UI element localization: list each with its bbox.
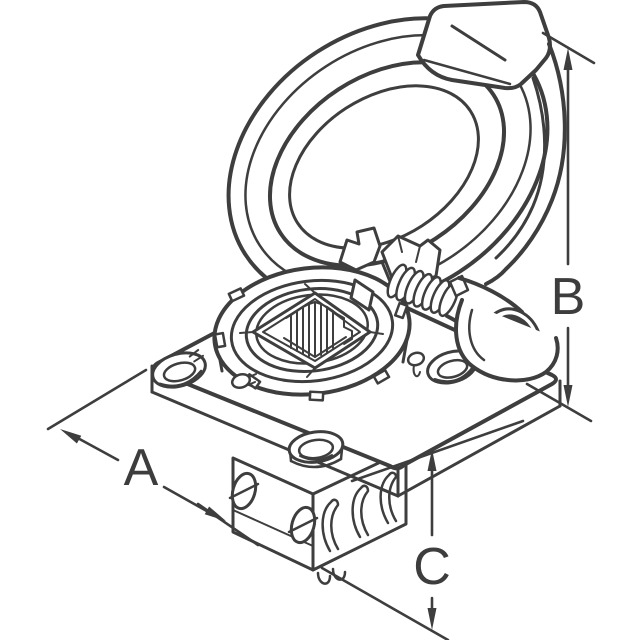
- hinge-lug-3: [349, 278, 375, 312]
- boss-peg-left: [230, 372, 257, 390]
- dim-c-arrowhead-bottom: [427, 608, 437, 630]
- flip-cap: [226, 0, 567, 308]
- dimension-b: B: [525, 31, 596, 423]
- body-spring-fingers: [321, 471, 398, 553]
- dim-b-ext-line-top: [541, 31, 596, 65]
- dim-a-arrowhead-right: [204, 506, 226, 521]
- hinge-lug-step-lines: [397, 235, 421, 263]
- dim-a-line-2: [162, 485, 214, 516]
- dimension-b-label: B: [551, 268, 586, 326]
- jack-contact-profile: [285, 301, 338, 319]
- hinge-lug-1: [338, 226, 382, 272]
- hinge-bracket: [454, 298, 560, 383]
- hinge-spring: [338, 226, 560, 383]
- dim-a-arrowhead-left: [60, 429, 82, 444]
- jack-contact-blades: [290, 301, 334, 358]
- dim-b-arrowhead-top: [563, 48, 573, 70]
- cap-tab-fold-line: [422, 58, 512, 86]
- hinge-coil-spring: [386, 263, 460, 318]
- body-screw-1: [228, 471, 260, 511]
- flange-hole-front: [287, 430, 345, 469]
- dim-a-line-1: [72, 434, 120, 462]
- flange-bottom-right-edge: [396, 404, 562, 498]
- jack-chamfer-lines: [239, 283, 384, 378]
- dim-b-ext-line-bottom: [525, 382, 593, 423]
- jack-floor: [283, 336, 347, 358]
- body-screw-2: [287, 505, 319, 545]
- cap-tab-accent-line: [450, 24, 507, 62]
- boss-peg-right: [406, 351, 426, 378]
- boss-ring-3: [244, 287, 380, 373]
- dim-c-ext-line-top: [350, 419, 525, 483]
- dimension-a-label: A: [124, 439, 159, 497]
- jack-latch-step: [336, 313, 353, 345]
- rj45-jack: [239, 283, 384, 378]
- dim-c-arrowhead-top: [427, 449, 437, 471]
- dimension-a: A: [46, 368, 260, 547]
- dim-b-arrowhead-bottom: [563, 385, 573, 407]
- dim-c-ext-line-bottom: [320, 566, 450, 640]
- dimension-c: C: [320, 419, 525, 640]
- dimension-c-label: C: [413, 538, 451, 596]
- cap-opening: [288, 84, 480, 250]
- cap-arm-outer: [484, 42, 567, 286]
- body-foot-1: [316, 571, 332, 585]
- flange-hole-top-left: [151, 348, 207, 389]
- boss-ring-2: [229, 278, 395, 384]
- dim-a-ext-line-1: [46, 368, 148, 431]
- cap-seal-ring: [267, 60, 507, 268]
- cap-arm-inner: [494, 76, 547, 260]
